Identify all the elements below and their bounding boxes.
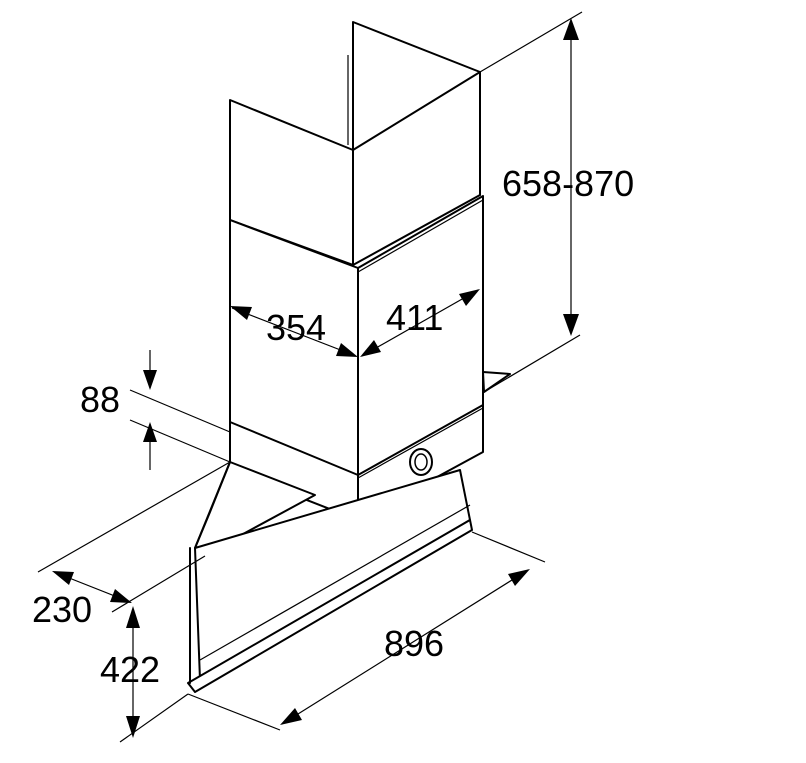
arrow-right-icon [110,589,132,603]
chimney-lower-band-right-inner [357,407,484,479]
ext-230-left [37,461,231,573]
chimney-lower-band-right [357,404,484,476]
arrow-down-icon [143,370,157,390]
dim-gap-height: 88 [80,350,157,470]
arrow-down-icon [126,716,140,738]
extension-lines [37,11,583,743]
arrow-right-icon [459,289,480,306]
canopy-side-edge [194,461,231,549]
dim-chimney-width-line [361,289,479,357]
bottom-inner-line [199,504,471,661]
arrow-down-icon [563,314,579,336]
arrow-left-icon [52,571,74,585]
dim-hood-height: 422 [100,606,160,738]
arrow-right-icon [508,569,530,586]
dim-hood-width: 896 [280,569,530,725]
arrow-left-icon [280,708,302,725]
lower-chimney-right-face [357,195,484,521]
arrow-up-icon [126,606,140,628]
dim-hood-depth-label: 230 [32,589,92,630]
right-ledge [482,371,511,393]
arrow-left-icon [230,306,252,320]
ext-top [479,11,583,73]
chimney-lower-band-left [229,421,359,476]
ext-bottom-right [483,334,581,393]
dim-hood-width-label: 896 [384,623,444,664]
dim-hood-depth: 230 [32,571,132,630]
upper-chimney [229,21,481,266]
ext-896-left [187,693,281,731]
chimney-top-band [357,199,484,273]
dim-hood-height-label: 422 [100,649,160,690]
hood-body [187,371,511,693]
arrow-up-icon [143,422,157,442]
dim-chimney-width-label: 411 [386,297,443,338]
ext-896-right [471,531,546,563]
ext-88-top [129,389,231,433]
dim-chimney-depth-label: 354 [266,307,326,348]
dim-chimney-depth-line [231,307,357,357]
arrow-up-icon [563,18,579,40]
control-knob [409,448,433,476]
lower-chimney [229,195,484,521]
upper-chimney-right-face [352,71,481,266]
dim-chimney-height: 658-870 [502,18,634,336]
arrow-left-icon [360,340,381,357]
arrow-right-icon [336,343,358,357]
knob-inner-icon [414,453,428,471]
dim-hood-width-line [281,569,529,725]
ext-422-bottom [119,693,189,743]
ext-230-right [111,555,206,613]
ext-88-bottom [129,419,231,463]
bottom-strip [187,519,473,693]
dim-chimney-depth: 354 [230,306,358,357]
dim-chimney-width: 411 [360,289,480,357]
dim-gap-height-label: 88 [80,379,120,420]
dim-chimney-height-label: 658-870 [502,163,634,204]
